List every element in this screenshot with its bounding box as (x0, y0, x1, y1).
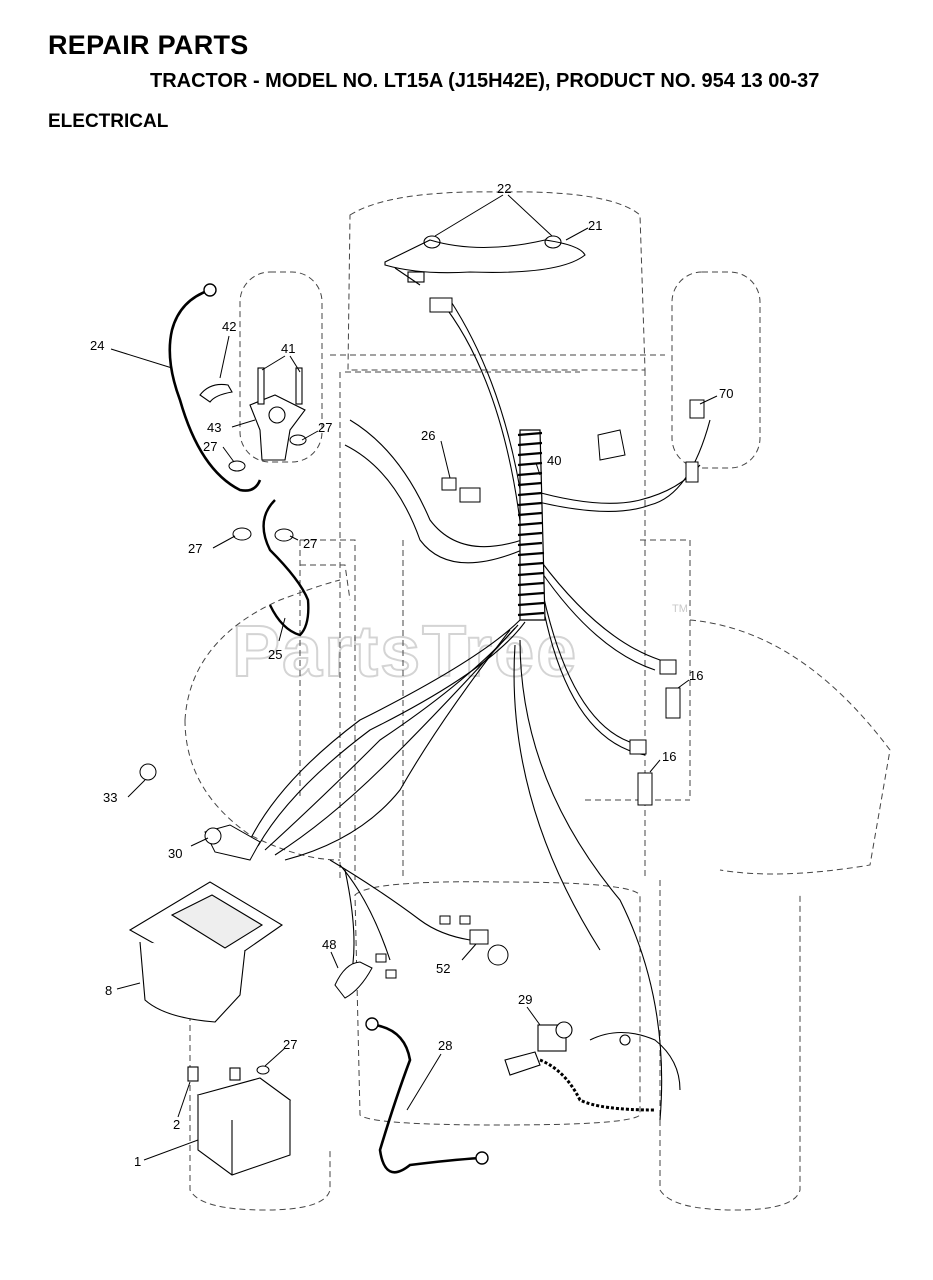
callout-27-battery: 27 (283, 1037, 297, 1052)
page-title: REPAIR PARTS (48, 30, 249, 60)
callout-29: 29 (518, 992, 532, 1007)
ring-terminal (365, 1017, 379, 1031)
callout-41: 41 (281, 341, 295, 356)
callout-40: 40 (547, 453, 561, 468)
wire-harness (249, 299, 711, 1121)
ground-cable-28 (374, 1023, 481, 1174)
battery-box-8 (128, 881, 284, 1023)
callout-70: 70 (719, 386, 733, 401)
callout-21: 21 (588, 218, 602, 233)
callout-22: 22 (497, 181, 511, 196)
callout-8: 8 (105, 983, 112, 998)
callout-2: 2 (173, 1117, 180, 1132)
battery-1 (187, 1066, 292, 1176)
callout-48: 48 (322, 937, 336, 952)
small-components (139, 399, 705, 999)
tractor-outline (184, 191, 891, 1211)
callout-1: 1 (134, 1154, 141, 1169)
ground-wire-25 (262, 499, 310, 637)
washers-27 (228, 434, 307, 1075)
connector-plug (429, 297, 453, 313)
callout-43: 43 (207, 420, 221, 435)
callout-27-lower-left: 27 (188, 541, 202, 556)
callout-25: 25 (268, 647, 282, 662)
fuel-solenoid-29 (504, 1021, 681, 1112)
leader-lines (110, 194, 718, 1161)
starter-solenoid-43 (199, 367, 306, 461)
callout-52: 52 (436, 961, 450, 976)
battery-cable-24 (168, 288, 262, 492)
ring-terminal (475, 1151, 489, 1165)
ring-terminal (203, 283, 217, 297)
callout-labels: 22 21 24 42 41 43 27 27 27 27 70 26 40 2… (90, 181, 733, 1169)
callout-42: 42 (222, 319, 236, 334)
watermark-tm: TM (672, 603, 688, 615)
callout-26: 26 (421, 428, 435, 443)
callout-27-lower-right: 27 (303, 536, 317, 551)
callout-30: 30 (168, 846, 182, 861)
model-subtitle: TRACTOR - MODEL NO. LT15A (J15H42E), PRO… (150, 70, 820, 92)
headlight-harness-21 (384, 235, 586, 286)
callout-24: 24 (90, 338, 104, 353)
callout-28: 28 (438, 1038, 452, 1053)
watermark: PartsTree (232, 612, 578, 692)
section-heading: ELECTRICAL (48, 111, 169, 132)
callout-16-upper: 16 (689, 668, 703, 683)
callout-16-lower: 16 (662, 749, 676, 764)
callout-33: 33 (103, 790, 117, 805)
callout-27-solenoid-left: 27 (203, 439, 217, 454)
callout-27-solenoid-right: 27 (318, 420, 332, 435)
conduit-40 (517, 429, 546, 621)
